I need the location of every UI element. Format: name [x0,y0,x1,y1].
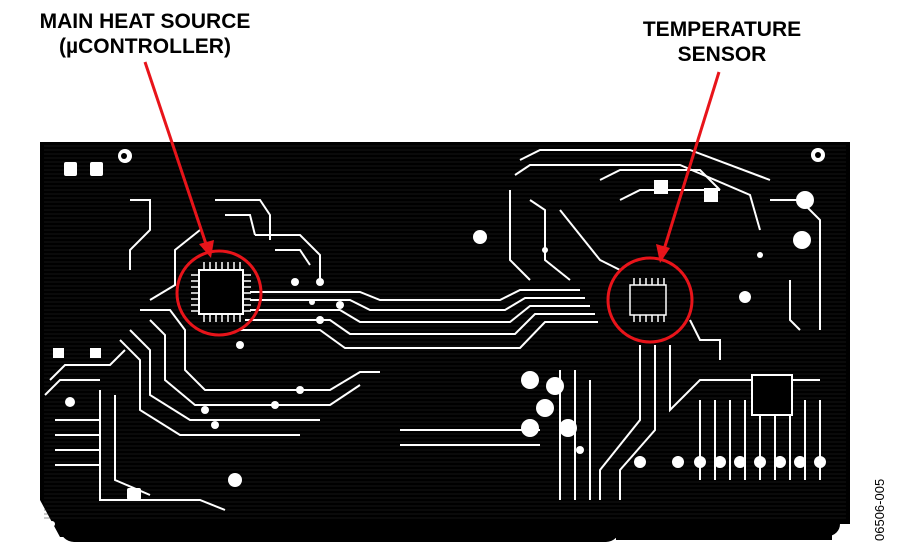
heat-source-label-line2: (µCONTROLLER) [59,35,231,58]
heat-source-label-line1: MAIN HEAT SOURCE [40,10,251,33]
temp-sensor-label-line1: TEMPERATURE [643,18,801,41]
heat-source-callout-circle [175,249,263,337]
temp-sensor-callout-circle [606,256,694,344]
pcb-fill-lines [44,145,846,519]
pcb-pads [49,148,826,527]
temperature-sensor-chip [629,278,667,322]
temp-sensor-label-line2: SENSOR [678,43,767,66]
temp-sensor-arrowhead [656,244,670,263]
figure-id: 06506-005 [872,479,887,541]
callouts [143,61,721,344]
pcb-traces [44,149,821,511]
lower-right-ic [751,374,793,416]
heat-source-arrowhead [199,240,214,258]
temp-sensor-callout-arrow [660,71,721,257]
microcontroller-chip [191,262,251,322]
heat-source-callout-arrow [143,61,210,251]
